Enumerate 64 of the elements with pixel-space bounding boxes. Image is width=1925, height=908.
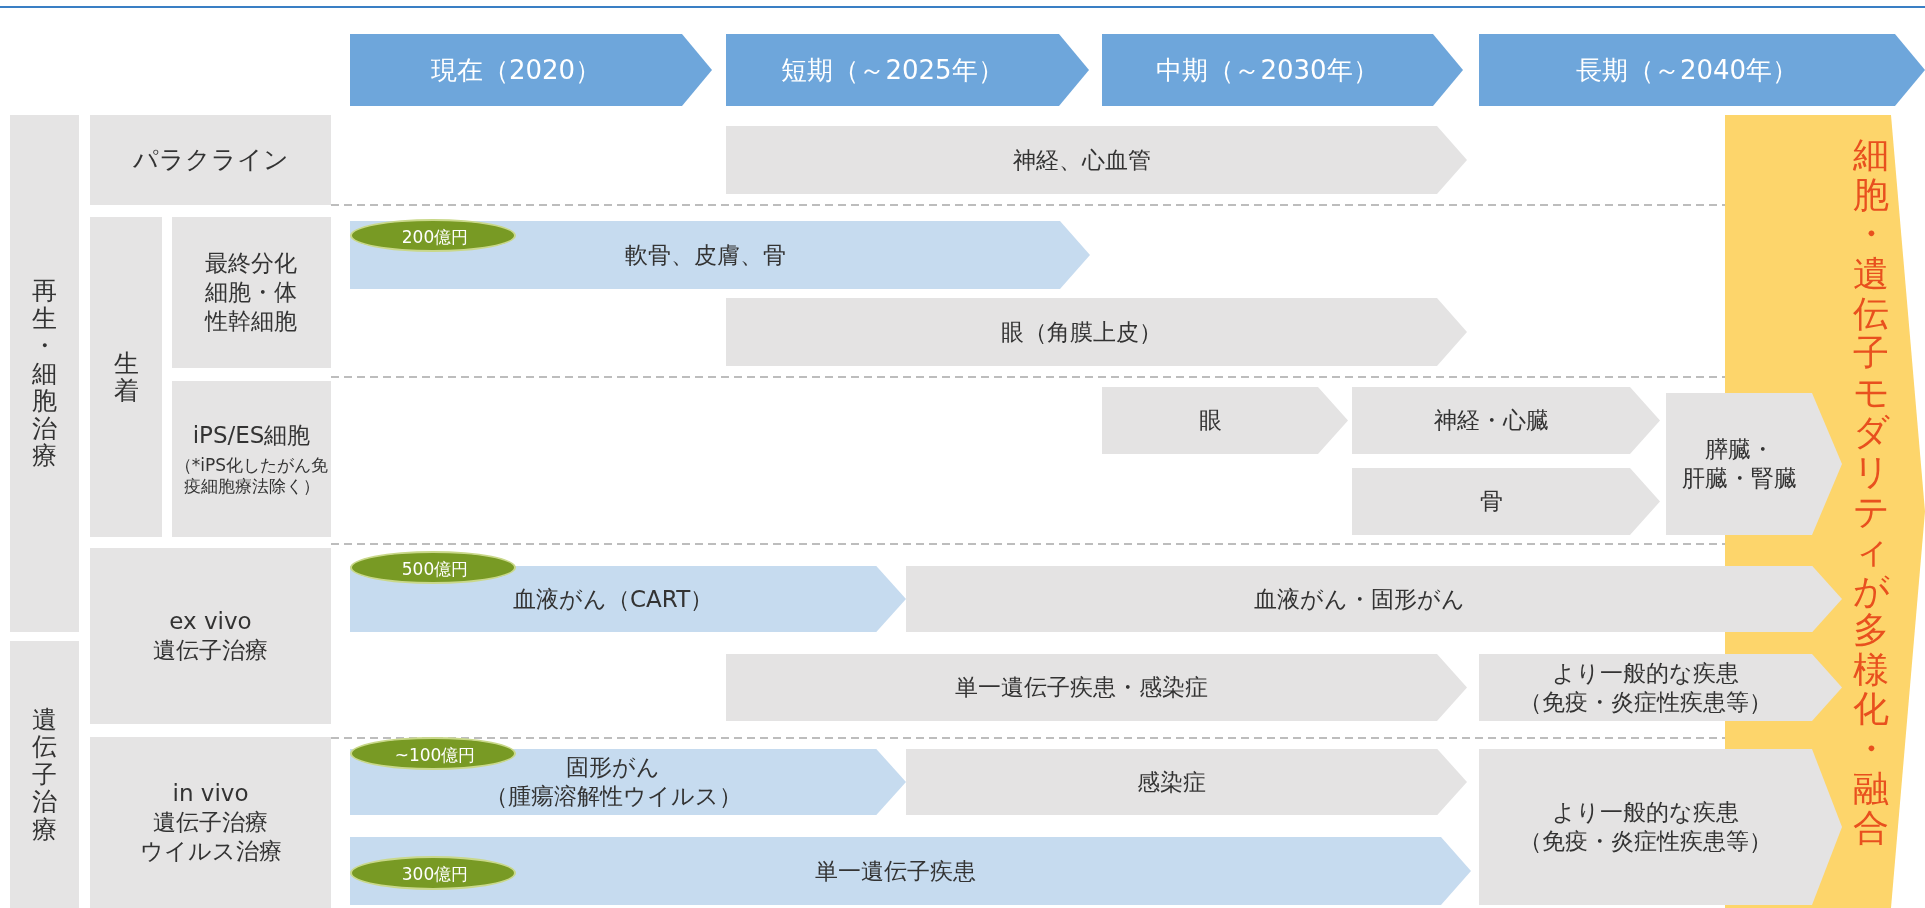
row-label: ウイルス治療 xyxy=(138,836,283,866)
row-header xyxy=(172,217,331,368)
arrow-label: 眼（角膜上皮） xyxy=(1001,317,1162,347)
arrow-label: 単一遺伝子疾患・感染症 xyxy=(955,673,1208,702)
amount-label: ~100億円 xyxy=(394,744,476,767)
period-header xyxy=(1102,34,1463,106)
amount-label: 200億円 xyxy=(401,226,469,249)
timeline-bar xyxy=(726,654,1467,721)
row-header xyxy=(90,737,331,908)
timeline-bar xyxy=(1666,393,1842,535)
period-header xyxy=(726,34,1089,106)
arrow-label: 神経、心血管 xyxy=(1012,145,1151,175)
arrow-label: 単一遺伝子疾患 xyxy=(815,856,976,886)
row-header xyxy=(90,115,331,205)
arrow-label: 神経・心臓 xyxy=(1433,406,1549,435)
timeline-bar xyxy=(1102,387,1348,454)
arrow-label: 膵臓・ xyxy=(1704,435,1774,464)
arrow-label: より一般的な疾患 xyxy=(1552,658,1739,688)
arrow-label: 肝臓・腎臓 xyxy=(1681,464,1797,493)
arrow-label: （免疫・炎症性疾患等） xyxy=(1519,687,1772,717)
arrow-label: 血液がん（CART） xyxy=(513,584,714,614)
row-label: 生着 xyxy=(113,349,139,405)
row-label: パラクライン xyxy=(132,144,289,176)
timeline-bar xyxy=(1479,749,1842,905)
row-label: 遺伝子治療 xyxy=(32,705,57,844)
row-label: ex vivo 遺伝子治療 xyxy=(152,607,269,665)
row-header xyxy=(90,217,162,537)
arrow-label: 眼 xyxy=(1198,406,1222,435)
arrow-label: 長期（～2040年） xyxy=(1575,53,1799,87)
amount-label: 500億円 xyxy=(401,558,469,581)
period-header xyxy=(1479,34,1925,106)
note-text: （*iPS化したがん免疫細胞療法除く） xyxy=(173,455,330,497)
timeline-bar xyxy=(906,749,1467,815)
category-band xyxy=(10,641,79,908)
arrow-label: 現在（2020） xyxy=(430,53,602,87)
timeline-bar xyxy=(906,566,1842,632)
arrow-label: 短期（～2025年） xyxy=(781,53,1004,87)
arrow-label: 軟骨、皮膚、骨 xyxy=(624,240,786,270)
category-band xyxy=(10,115,79,632)
row-header xyxy=(172,381,331,537)
arrow-label: 感染症 xyxy=(1137,767,1207,797)
row-label: 再生・細胞治療 xyxy=(32,277,57,470)
arrow-label: 血液がん・固形がん xyxy=(1253,584,1465,614)
timeline-bar xyxy=(350,749,906,815)
timeline-bar xyxy=(1352,387,1660,454)
arrow-label: （腫瘍溶解性ウイルス） xyxy=(484,782,742,811)
timeline-bar xyxy=(350,221,1090,289)
timeline-bar xyxy=(1479,654,1842,721)
arrow-label: 固形がん xyxy=(566,753,661,782)
arrow-label: 骨 xyxy=(1479,487,1503,516)
arrow-label: （免疫・炎症性疾患等） xyxy=(1519,827,1772,856)
row-label: in vivo 遺伝子治療 xyxy=(152,779,269,837)
row-header xyxy=(90,548,331,724)
amount-label: 300億円 xyxy=(401,864,469,886)
arrow-label: 細胞・遺伝子モダリティが多様化・融合 xyxy=(1853,135,1889,848)
arrow-label: 中期（～2030年） xyxy=(1156,53,1379,87)
period-header xyxy=(350,34,712,106)
arrow-label: より一般的な疾患 xyxy=(1552,798,1739,827)
timeline-bar xyxy=(350,837,1471,905)
timeline-bar xyxy=(726,126,1467,194)
row-label: 最終分化細胞・体性幹細胞 xyxy=(203,249,299,336)
timeline-bar xyxy=(726,298,1467,366)
timeline-bar xyxy=(1352,468,1660,535)
row-label: iPS/ES細胞 xyxy=(192,421,311,450)
